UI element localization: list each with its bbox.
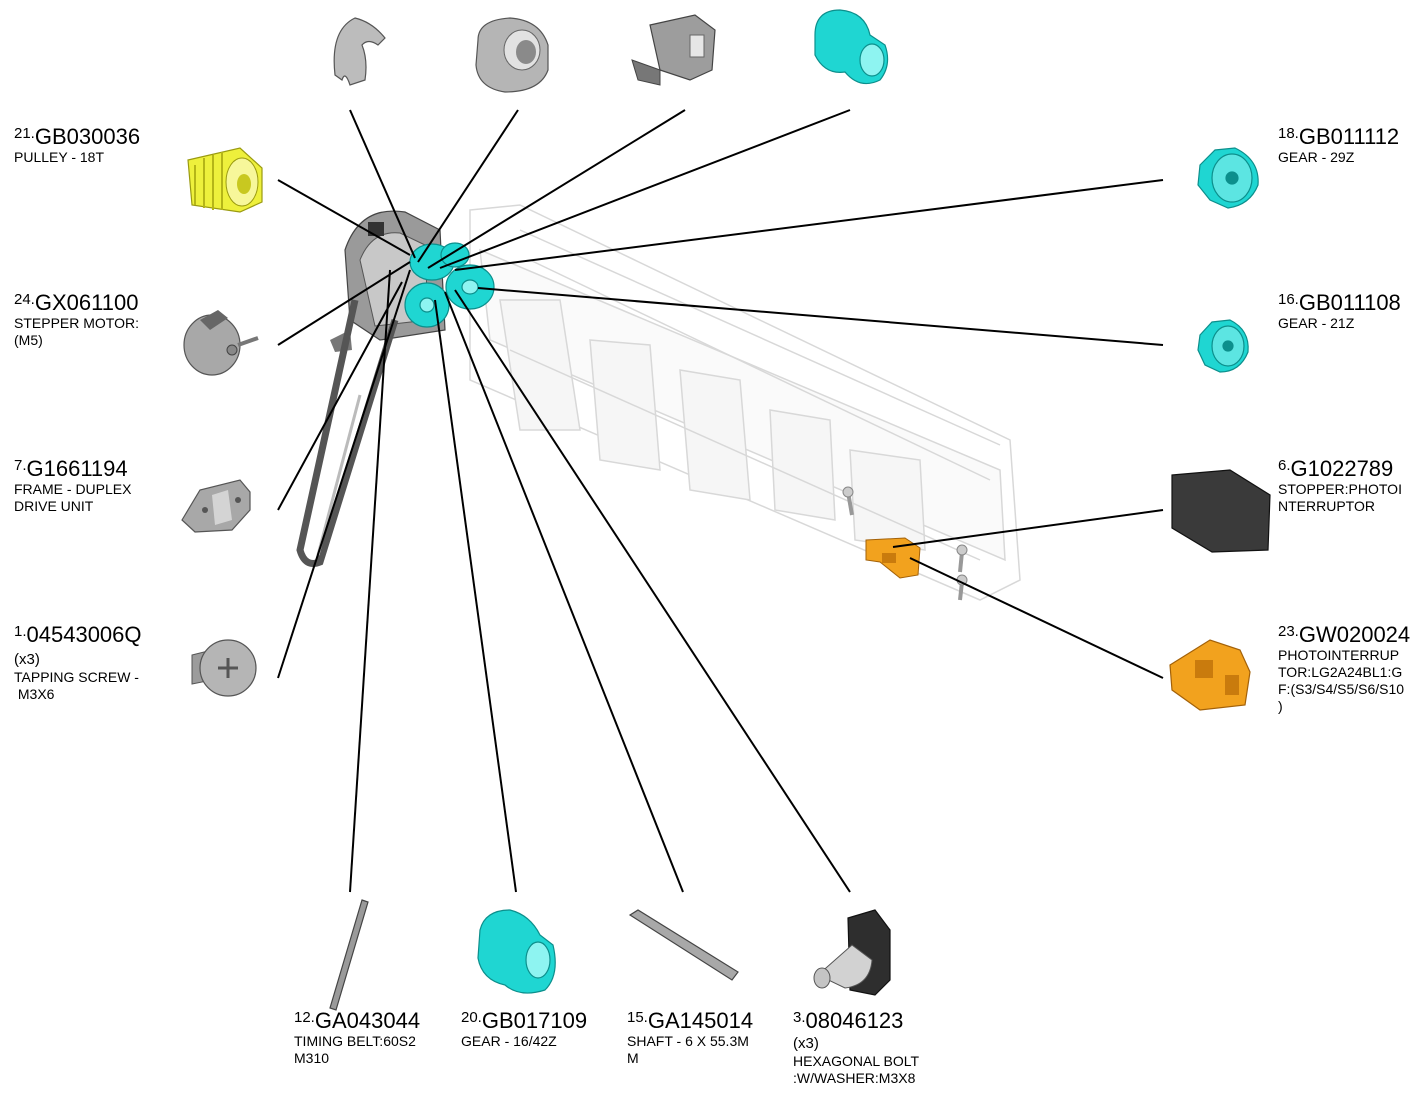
callout-23: 23.GW020024 PHOTOINTERRUP TOR:LG2A24BL1:…	[1278, 622, 1410, 715]
shaft-part	[628, 909, 739, 981]
gear-part-top	[814, 9, 889, 85]
callout-index: 12.	[294, 1009, 315, 1026]
callout-index: 23.	[1278, 623, 1299, 640]
callout-21: 21.GB030036 PULLEY - 18T	[14, 124, 140, 166]
part-description: PHOTOINTERRUP TOR:LG2A24BL1:G F:(S3/S4/S…	[1278, 647, 1405, 715]
callout-16: 16.GB011108 GEAR - 21Z	[1278, 290, 1401, 332]
part-description: GEAR - 21Z	[1278, 315, 1355, 332]
gear-16-42z-part	[477, 909, 556, 994]
part-description: GEAR - 29Z	[1278, 149, 1355, 166]
part-number: G1022789	[1290, 456, 1394, 481]
part-number: GA145014	[647, 1008, 754, 1033]
bushing-part	[475, 17, 549, 93]
part-description: GEAR - 16/42Z	[461, 1033, 557, 1050]
callout-12: 12.GA043044 TIMING BELT:60S2 M310	[294, 1008, 420, 1067]
timing-belt-part	[329, 899, 369, 1011]
gear-29z-part	[1197, 147, 1259, 209]
part-description: TAPPING SCREW - M3X6	[14, 668, 139, 702]
part-number: GA043044	[314, 1008, 421, 1033]
stopper-part	[1171, 469, 1271, 553]
clip-part	[333, 17, 386, 86]
part-number: 04543006Q	[26, 622, 142, 647]
callout-index: 21.	[14, 125, 35, 142]
part-description: PULLEY - 18T	[14, 149, 105, 166]
callout-index: 7.	[14, 457, 27, 474]
part-quantity: (x3)	[14, 651, 40, 669]
callout-24: 24.GX061100 STEPPER MOTOR: (M5)	[14, 290, 139, 349]
callout-20: 20.GB017109 GEAR - 16/42Z	[461, 1008, 587, 1050]
callout-1: 1.04543006Q (x3) TAPPING SCREW - M3X6	[14, 622, 142, 703]
part-description: HEXAGONAL BOLT :W/WASHER:M3X8	[793, 1052, 920, 1086]
part-description: TIMING BELT:60S2 M310	[294, 1033, 416, 1067]
callout-6: 6.G1022789 STOPPER:PHOTOI NTERRUPTOR	[1278, 456, 1402, 515]
callout-index: 3.	[793, 1009, 806, 1026]
part-number: GB017109	[481, 1008, 588, 1033]
callout-index: 1.	[14, 623, 27, 640]
callout-18: 18.GB011112 GEAR - 29Z	[1278, 124, 1399, 166]
callout-15: 15.GA145014 SHAFT - 6 X 55.3M M	[627, 1008, 753, 1067]
photointerruptor-part	[1169, 639, 1251, 711]
duplex-drive-assembly	[469, 204, 1021, 601]
stepper-motor-part	[183, 310, 259, 376]
part-description: FRAME - DUPLEX DRIVE UNIT	[14, 481, 132, 515]
pulley-part	[187, 147, 263, 213]
gear-cluster	[404, 242, 495, 328]
part-number: GX061100	[34, 290, 139, 315]
bracket-part	[631, 14, 716, 86]
part-description: SHAFT - 6 X 55.3M M	[627, 1033, 749, 1067]
part-description: STEPPER MOTOR: (M5)	[14, 315, 139, 349]
callout-index: 16.	[1278, 291, 1299, 308]
leader-lines	[277, 109, 1164, 893]
callout-index: 15.	[627, 1009, 648, 1026]
callout-7: 7.G1661194 FRAME - DUPLEX DRIVE UNIT	[14, 456, 131, 515]
part-number: GB011112	[1298, 124, 1400, 149]
hexagonal-bolt-part	[813, 909, 891, 996]
gear-21z-part	[1197, 319, 1249, 373]
callout-index: 6.	[1278, 457, 1291, 474]
callout-index: 20.	[461, 1009, 482, 1026]
part-number: 08046123	[805, 1008, 904, 1033]
tapping-screw-part	[191, 639, 257, 697]
callout-index: 18.	[1278, 125, 1299, 142]
part-number: GB030036	[34, 124, 141, 149]
frame-part	[181, 479, 251, 533]
part-number: GW020024	[1298, 622, 1411, 647]
part-quantity: (x3)	[793, 1035, 819, 1053]
part-number: GB011108	[1298, 290, 1401, 315]
part-description: STOPPER:PHOTOI NTERRUPTOR	[1278, 481, 1402, 515]
callout-3: 3.08046123 (x3) HEXAGONAL BOLT :W/WASHER…	[793, 1008, 919, 1087]
photointerruptor-installed	[842, 486, 968, 601]
part-number: G1661194	[26, 456, 128, 481]
timing-belt-installed	[296, 299, 399, 567]
callout-index: 24.	[14, 291, 35, 308]
